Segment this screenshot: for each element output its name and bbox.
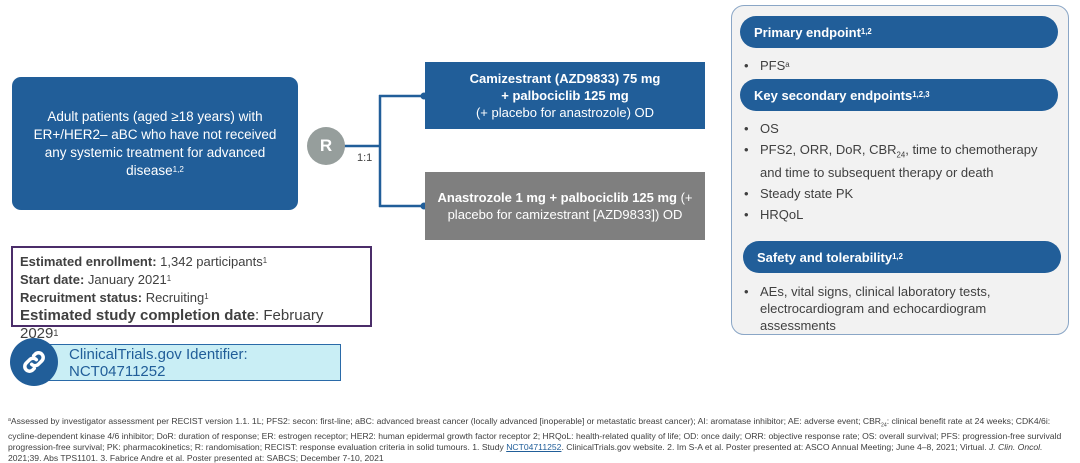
info-start-date: Start date: January 20211 — [20, 272, 172, 287]
arm-anastrozole: Anastrozole 1 mg + palbociclib 125 mg (+… — [425, 172, 705, 240]
list-item: HRQoL — [736, 206, 1056, 223]
arm1-line1: Camizestrant (AZD9833) 75 mg — [469, 71, 661, 86]
patient-sup: 1,2 — [172, 164, 184, 174]
arm1-line3: (+ placebo for anastrozole) OD — [475, 105, 655, 120]
study-link[interactable]: NCT04711252 — [506, 441, 562, 452]
arm-camizestrant: Camizestrant (AZD9833) 75 mg + palbocicl… — [425, 62, 705, 129]
list-item: Steady state PK — [736, 185, 1056, 202]
footnotes: aAssessed by investigator assessment per… — [8, 416, 1062, 463]
safety-list: AEs, vital signs, clinical laboratory te… — [736, 283, 1026, 338]
arm2-bold: Anastrozole 1 mg + palbociclib 125 mg — [437, 190, 677, 205]
info-completion: Estimated study completion date: Februar… — [20, 307, 324, 342]
list-item: PFS2, ORR, DoR, CBR24, time to chemother… — [736, 141, 1056, 181]
randomisation-circle: R — [307, 127, 345, 165]
info-recruitment: Recruitment status: Recruiting1 — [20, 290, 209, 305]
secondary-endpoints-list: OS PFS2, ORR, DoR, CBR24, time to chemot… — [736, 120, 1056, 227]
list-item: PFSa — [736, 57, 790, 74]
info-enrollment: Estimated enrollment: 1,342 participants… — [20, 254, 268, 269]
link-icon — [10, 338, 58, 386]
randomisation-ratio: 1:1 — [357, 152, 373, 164]
study-info-box: Estimated enrollment: 1,342 participants… — [11, 246, 372, 342]
identifier-text[interactable]: ClinicalTrials.gov Identifier: NCT047112… — [69, 345, 248, 380]
clinicaltrials-identifier-link[interactable]: ClinicalTrials.gov Identifier: NCT047112… — [40, 344, 341, 381]
patient-population-box: Adult patients (aged ≥18 years) with ER+… — [12, 77, 298, 210]
list-item: AEs, vital signs, clinical laboratory te… — [736, 283, 1026, 334]
arm2-rest: (+ placebo for camizestrant [AZD9833]) O… — [447, 190, 693, 222]
list-item: OS — [736, 120, 1056, 137]
randomisation-connector — [344, 92, 428, 210]
primary-endpoint-list: PFSa — [736, 57, 790, 78]
patient-text: Adult patients (aged ≥18 years) with ER+… — [33, 108, 277, 178]
arm1-line2: + palbociclib 125 mg — [501, 88, 629, 103]
